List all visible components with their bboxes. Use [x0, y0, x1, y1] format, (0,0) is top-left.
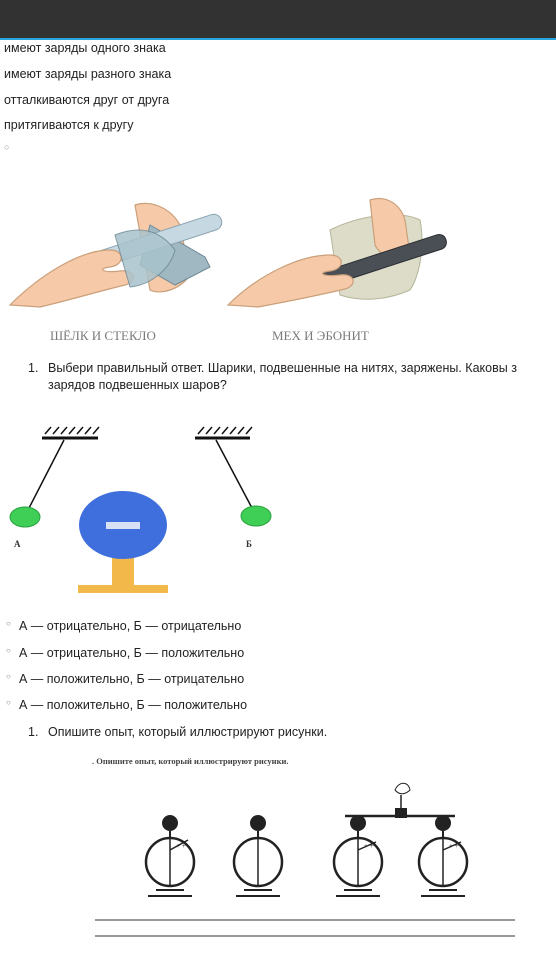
- answer-option-3[interactable]: ○ А — положительно, Б — отрицательно: [6, 672, 244, 686]
- negative-sign: [106, 522, 140, 529]
- electroscope-2: [232, 815, 284, 897]
- electroscope-1: + +: [144, 815, 196, 897]
- question-number: 1.: [28, 361, 39, 375]
- answer-option-2[interactable]: ○ А — отрицательно, Б — положительно: [6, 646, 244, 660]
- electroscope-4: + +: [417, 815, 469, 897]
- answer-option-4[interactable]: ○ А — положительно, Б — положительно: [6, 698, 247, 712]
- fur-ebonite-illustration: [226, 198, 447, 308]
- radio-button[interactable]: ○: [6, 646, 11, 655]
- svg-text:+ +: + +: [364, 842, 374, 850]
- svg-text:+ +: + +: [449, 842, 459, 850]
- answer-label: А — отрицательно, Б — отрицательно: [19, 619, 242, 633]
- top-bar-accent-line: [0, 38, 556, 40]
- figure-electroscopes: . Опишите опыт, который иллюстрируют рис…: [92, 756, 515, 937]
- radio-button[interactable]: ○: [6, 619, 11, 628]
- silk-glass-illustration: [8, 202, 223, 308]
- app-top-bar: [0, 0, 556, 38]
- radio-button[interactable]: ○: [6, 672, 11, 681]
- label-a: А: [14, 539, 21, 549]
- figure-caption: . Опишите опыт, который иллюстрируют рис…: [92, 756, 289, 766]
- option-different-sign[interactable]: имеют заряды разного знака: [4, 67, 172, 81]
- question-charges: 1. Выбери правильный ответ. Шарики, подв…: [28, 360, 556, 396]
- question-text: Опишите опыт, который иллюстрируют рисун…: [48, 725, 328, 739]
- answer-label: А — положительно, Б — положительно: [19, 698, 248, 712]
- figure-hanging-balls: А Б: [9, 426, 272, 593]
- ball-b: [240, 505, 272, 527]
- ball-a: [9, 506, 41, 528]
- answer-label: А — отрицательно, Б — положительно: [19, 646, 245, 660]
- option-repel[interactable]: отталкиваются друг от друга: [4, 93, 170, 107]
- option-attract[interactable]: притягиваются к другу: [4, 118, 134, 132]
- label-b: Б: [246, 539, 252, 549]
- radio-button[interactable]: ○: [4, 142, 10, 152]
- question-number: 1.: [28, 725, 39, 739]
- question-text-line2: зарядов подвешенных шаров?: [48, 378, 227, 392]
- figure-rubbing-rods: ШЁЛК И СТЕКЛО МЕХ И ЭБОНИТ: [8, 198, 447, 343]
- option-same-sign[interactable]: имеют заряды одного знака: [4, 41, 166, 55]
- answer-option-1[interactable]: ○ А — отрицательно, Б — отрицательно: [6, 619, 241, 633]
- radio-button[interactable]: ○: [6, 698, 11, 707]
- electroscope-3: + +: [332, 815, 384, 897]
- svg-text:+ +: + +: [176, 842, 186, 850]
- answer-label: А — положительно, Б — отрицательно: [19, 672, 245, 686]
- connecting-rod: [345, 782, 455, 818]
- caption-silk-glass: ШЁЛК И СТЕКЛО: [50, 328, 156, 343]
- stand-base: [78, 585, 168, 593]
- caption-fur-ebonite: МЕХ И ЭБОНИТ: [272, 328, 369, 343]
- question-experiment: 1. Опишите опыт, который иллюстрируют ри…: [28, 724, 556, 742]
- question-text-line1: Выбери правильный ответ. Шарики, подвеше…: [48, 361, 517, 375]
